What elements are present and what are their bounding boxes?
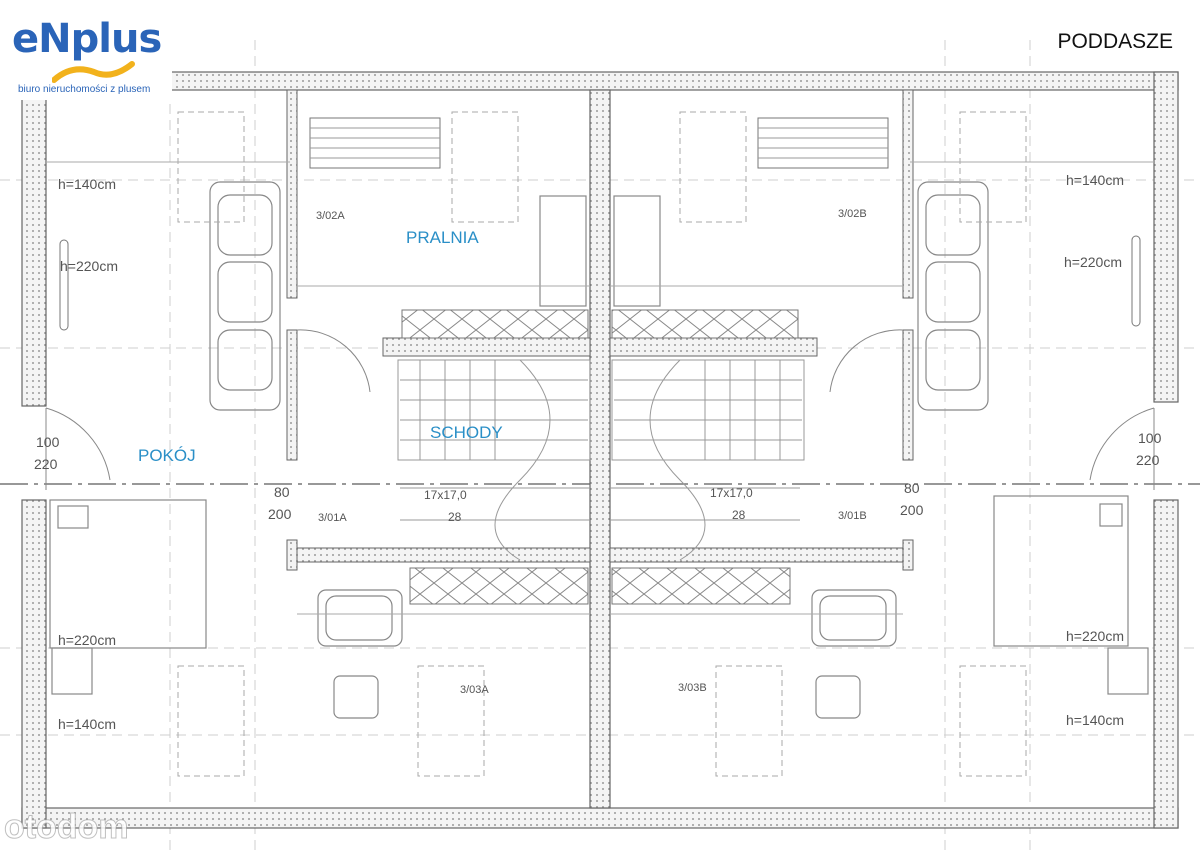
room-label-stairs: SCHODY [430,423,503,442]
room-label-laundry: PRALNIA [406,228,479,247]
door-width: 100 [36,434,60,450]
door-height: 220 [34,456,58,472]
room-code: 3/01B [838,510,867,522]
height-note: h=220cm [60,258,118,274]
door-height: 200 [900,502,924,518]
door-width: 80 [274,484,290,500]
height-note: h=140cm [1066,172,1124,188]
door-height: 200 [268,506,292,522]
logo-sun-swoosh-icon [52,61,135,83]
door-width: 100 [1138,430,1162,446]
height-note: h=140cm [58,176,116,192]
stair-dimension: 28 [448,510,462,524]
room-label-bedroom: POKÓJ [138,446,196,465]
logo-tagline: biuro nieruchomości z plusem [18,84,151,95]
stair-dimension: 17x17,0 [424,488,467,502]
door-width: 80 [904,480,920,496]
logo-wordmark: eNplus [12,16,162,62]
enplus-logo: eNplus biuro nieruchomości z plusem [8,14,172,100]
floor-title: PODDASZE [1057,30,1173,53]
height-note: h=140cm [58,716,116,732]
door-height: 220 [1136,452,1160,468]
room-code: 3/01A [318,512,347,524]
height-note: h=220cm [58,632,116,648]
stair-dimension: 17x17,0 [710,486,753,500]
outer-walls [21,71,1179,829]
room-code: 3/02B [838,208,867,220]
room-code: 3/03A [460,684,489,696]
room-code: 3/03B [678,682,707,694]
height-note: h=220cm [1066,628,1124,644]
height-note: h=220cm [1064,254,1122,270]
height-note: h=140cm [1066,712,1124,728]
watermark: otodom [4,808,130,847]
room-code: 3/02A [316,210,345,222]
stair-dimension: 28 [732,508,746,522]
